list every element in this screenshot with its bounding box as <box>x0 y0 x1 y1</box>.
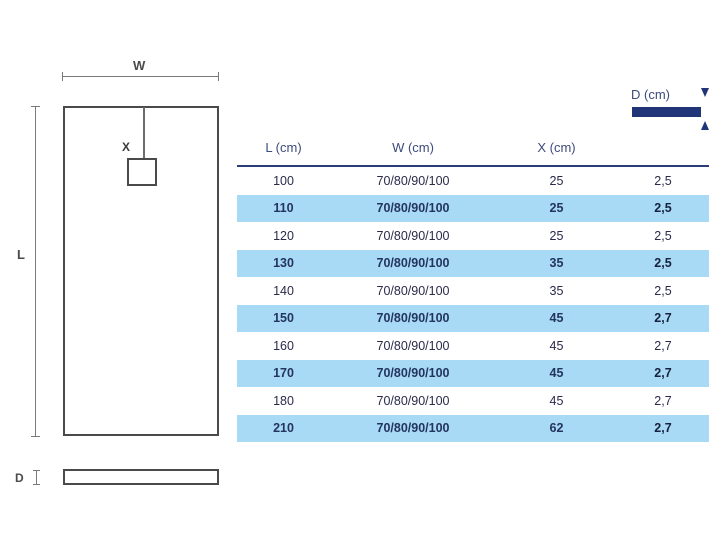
cell-length: 110 <box>237 194 330 222</box>
width-dimension-line <box>62 76 219 77</box>
shower-tray-top-view <box>63 106 219 436</box>
cell-depth: 2,5 <box>654 228 672 243</box>
cell-length: 150 <box>237 304 330 332</box>
cell-depth: 2,5 <box>617 249 709 277</box>
depth-header-label: D (cm) <box>631 87 670 102</box>
cell-x: 45 <box>496 304 617 332</box>
depth-dimension-line <box>36 470 37 484</box>
cell-depth: 2,7 <box>654 338 672 353</box>
cell-length: 180 <box>273 393 294 408</box>
cell-x: 25 <box>549 228 564 243</box>
cell-width: 70/80/90/100 <box>330 194 496 222</box>
length-tick-bottom-icon <box>31 436 40 437</box>
column-header-depth-spacer <box>617 140 709 166</box>
cell-length: 100 <box>273 173 294 188</box>
cell-width: 70/80/90/100 <box>330 359 496 387</box>
drain-position-line <box>143 107 145 173</box>
cell-width: 70/80/90/100 <box>376 283 450 298</box>
width-dimension-label: W <box>133 58 146 73</box>
cell-depth: 2,5 <box>654 283 672 298</box>
table-row: 120 70/80/90/100 25 2,5 <box>237 222 709 250</box>
shower-tray-side-view <box>63 469 219 485</box>
cell-x: 45 <box>496 359 617 387</box>
cell-length: 120 <box>273 228 294 243</box>
table-row: 100 70/80/90/100 25 2,5 <box>237 166 709 195</box>
width-tick-right-icon <box>218 72 219 81</box>
cell-x: 45 <box>549 338 564 353</box>
cell-x: 62 <box>496 414 617 442</box>
table-row: 180 70/80/90/100 45 2,7 <box>237 387 709 415</box>
length-tick-top-icon <box>31 106 40 107</box>
cell-depth: 2,7 <box>617 359 709 387</box>
table-row: 160 70/80/90/100 45 2,7 <box>237 332 709 360</box>
cell-x: 35 <box>549 283 564 298</box>
drain-offset-label: X <box>122 140 131 154</box>
table-header: L (cm) W (cm) X (cm) <box>237 140 709 166</box>
column-header-x: X (cm) <box>537 140 576 155</box>
specification-table-area: D (cm) L (cm) W (cm) X (cm) 100 70/80/90/… <box>237 85 709 442</box>
cell-width: 70/80/90/100 <box>376 173 450 188</box>
depth-thickness-bar-icon <box>632 107 701 117</box>
cell-width: 70/80/90/100 <box>376 393 450 408</box>
cell-depth: 2,7 <box>617 414 709 442</box>
table-header-row: L (cm) W (cm) X (cm) <box>237 140 709 166</box>
cell-depth: 2,5 <box>654 173 672 188</box>
technical-drawing: W L X D <box>0 0 236 540</box>
cell-depth: 2,7 <box>654 393 672 408</box>
table-row: 140 70/80/90/100 35 2,5 <box>237 277 709 305</box>
cell-x: 25 <box>549 173 564 188</box>
cell-length: 130 <box>237 249 330 277</box>
cell-x: 35 <box>496 249 617 277</box>
length-dimension-line <box>35 106 36 436</box>
cell-depth: 2,7 <box>617 304 709 332</box>
cell-width: 70/80/90/100 <box>376 228 450 243</box>
arrow-up-icon <box>701 121 709 130</box>
cell-width: 70/80/90/100 <box>376 338 450 353</box>
cell-width: 70/80/90/100 <box>330 304 496 332</box>
cell-depth: 2,5 <box>617 194 709 222</box>
column-header-width: W (cm) <box>392 140 434 155</box>
depth-tick-bottom-icon <box>33 484 40 485</box>
cell-x: 25 <box>496 194 617 222</box>
column-header-length: L (cm) <box>265 140 302 155</box>
drain-outlet-icon <box>127 158 157 186</box>
cell-length: 170 <box>237 359 330 387</box>
cell-length: 210 <box>237 414 330 442</box>
depth-column-legend: D (cm) <box>237 85 709 140</box>
cell-width: 70/80/90/100 <box>330 249 496 277</box>
depth-dimension-label: D <box>15 471 25 485</box>
cell-length: 140 <box>273 283 294 298</box>
cell-x: 45 <box>549 393 564 408</box>
width-tick-left-icon <box>62 72 63 81</box>
length-dimension-label: L <box>17 247 26 262</box>
arrow-down-icon <box>701 88 709 97</box>
cell-length: 160 <box>273 338 294 353</box>
depth-tick-top-icon <box>33 470 40 471</box>
cell-width: 70/80/90/100 <box>330 414 496 442</box>
